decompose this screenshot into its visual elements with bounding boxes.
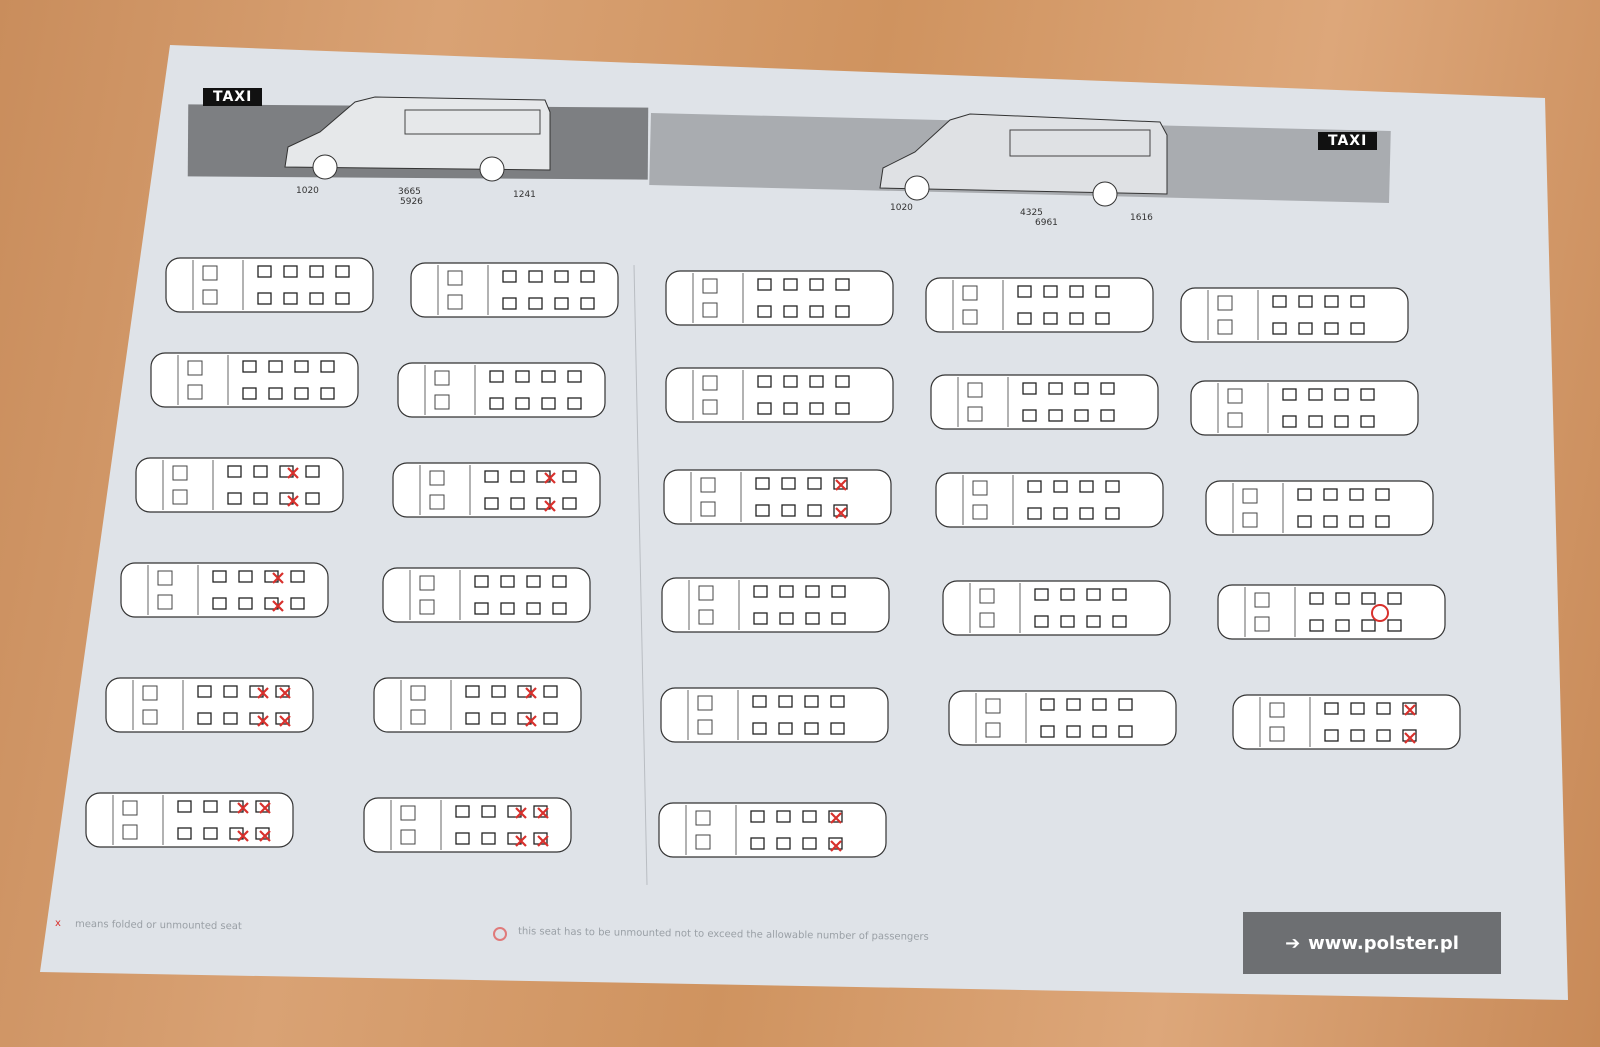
folded-seat-mark — [258, 830, 271, 842]
folded-seat-mark — [536, 807, 549, 819]
folded-seat-mark — [829, 812, 842, 824]
folded-seat-mark — [1403, 704, 1416, 716]
seating-layout — [934, 472, 1164, 528]
folded-seat-mark — [834, 507, 847, 519]
folded-seat-mark — [1403, 732, 1416, 744]
van-side-view-short — [284, 96, 551, 182]
seating-layout — [659, 687, 889, 743]
seating-layout — [372, 677, 582, 733]
dim-wheelbase: 3665 — [398, 187, 421, 197]
seating-layout — [119, 562, 329, 618]
seating-layout — [396, 362, 606, 418]
taxi-badge-right: TAXI — [1318, 132, 1378, 150]
seating-layout — [929, 374, 1159, 430]
seating-layout — [924, 277, 1154, 333]
folded-seat-mark — [278, 715, 291, 727]
dim-rear: 1241 — [513, 190, 536, 200]
folded-seat-mark — [543, 472, 556, 484]
dim-rear: 1616 — [1130, 213, 1153, 223]
folded-seat-mark — [236, 802, 249, 814]
folded-seat-mark — [256, 687, 269, 699]
dim-total: 5926 — [400, 197, 423, 207]
seating-layout — [381, 567, 591, 623]
dim-wheelbase: 4325 — [1020, 208, 1043, 218]
seating-layout — [1231, 694, 1461, 750]
folded-seat-mark — [829, 840, 842, 852]
seating-layout — [149, 352, 359, 408]
folded-seat-mark — [256, 715, 269, 727]
folded-seat-mark — [236, 830, 249, 842]
folded-seat-mark — [278, 687, 291, 699]
legend-x-text: means folded or unmounted seat — [74, 918, 242, 933]
folded-seat-mark — [271, 572, 284, 584]
seating-layout — [660, 577, 890, 633]
folded-seat-mark — [524, 687, 537, 699]
folded-seat-mark — [834, 479, 847, 491]
seating-layout — [1204, 480, 1434, 536]
seating-layout — [362, 797, 572, 853]
van-side-view-long — [879, 113, 1168, 207]
seating-layout — [662, 469, 892, 525]
legend-circle-icon — [493, 927, 507, 941]
folded-seat-mark — [514, 835, 527, 847]
folded-seat-mark — [514, 807, 527, 819]
folded-seat-mark — [543, 500, 556, 512]
seating-layout — [941, 580, 1171, 636]
folded-seat-mark — [286, 467, 299, 479]
unmount-seat-circle — [1370, 604, 1389, 622]
folded-seat-mark — [286, 495, 299, 507]
arrow-icon: ➔ — [1285, 932, 1301, 954]
taxi-badge-left: TAXI — [203, 88, 263, 106]
seating-layout — [84, 792, 294, 848]
seating-layout — [1179, 287, 1409, 343]
legend-x-mark: x — [55, 918, 61, 929]
seating-layout — [134, 457, 344, 513]
seating-layout — [664, 367, 894, 423]
folded-seat-mark — [271, 600, 284, 612]
seating-layout — [104, 677, 314, 733]
dim-front: 1020 — [296, 186, 319, 196]
website-link[interactable]: ➔ www.polster.pl — [1243, 912, 1501, 974]
seating-layout — [1216, 584, 1446, 640]
seating-layout — [657, 802, 887, 858]
website-url: www.polster.pl — [1308, 932, 1459, 954]
dim-total: 6961 — [1035, 218, 1058, 228]
folded-seat-mark — [524, 715, 537, 727]
dim-front: 1020 — [890, 203, 913, 213]
seating-layout — [947, 690, 1177, 746]
seating-layout — [664, 270, 894, 326]
seating-layout — [1189, 380, 1419, 436]
folded-seat-mark — [536, 835, 549, 847]
folded-seat-mark — [258, 802, 271, 814]
seating-layout — [164, 257, 374, 313]
seating-layout — [391, 462, 601, 518]
seating-layout — [409, 262, 619, 318]
